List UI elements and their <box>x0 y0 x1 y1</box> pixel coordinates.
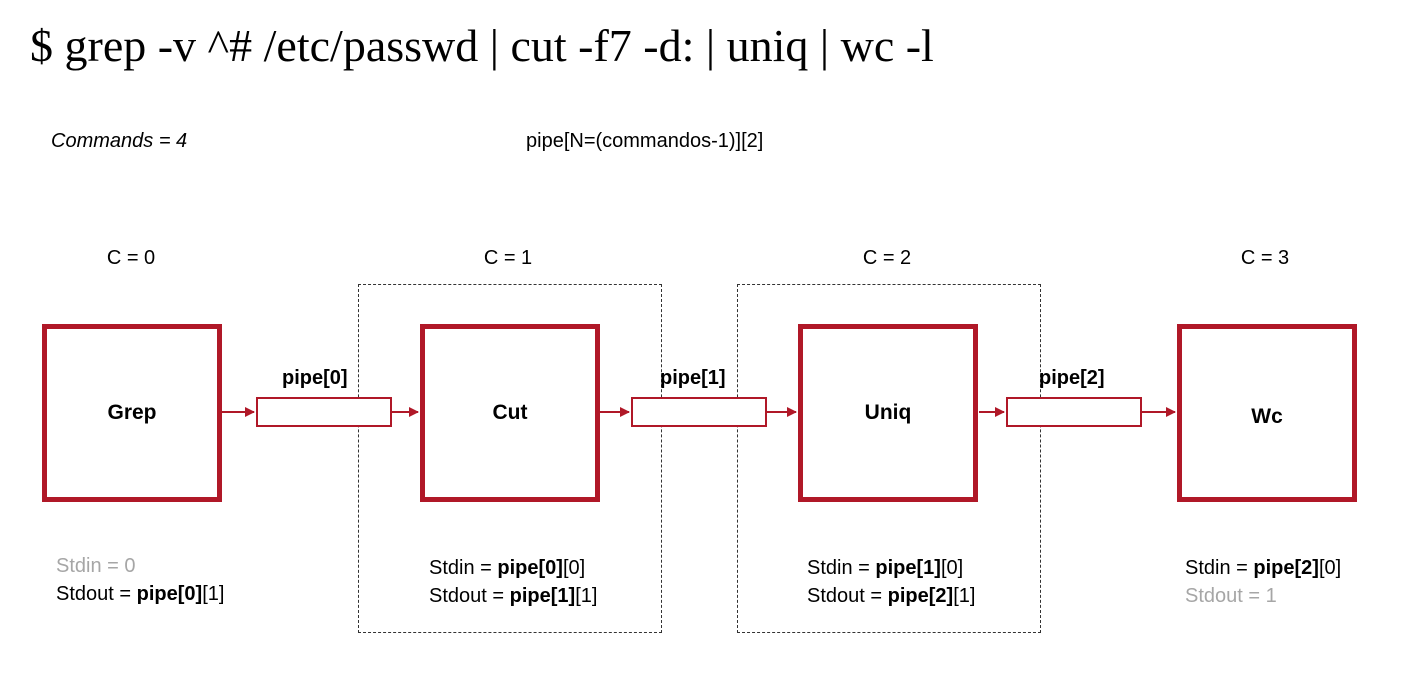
stdout-line-cut: Stdout = pipe[1][1] <box>429 585 598 607</box>
pipe-label-1: pipe[1] <box>660 367 726 389</box>
pipe-bar-1 <box>631 397 767 427</box>
stdin-line-uniq: Stdin = pipe[1][0] <box>807 557 964 579</box>
dashed-group-uniq <box>737 284 1041 633</box>
io-block-uniq: Stdin = pipe[1][0] Stdout = pipe[2][1] <box>807 554 975 610</box>
commands-count-note: Commands = 4 <box>51 130 188 152</box>
pipe-label-2: pipe[2] <box>1039 367 1105 389</box>
stdin-line-cut: Stdin = pipe[0][0] <box>429 557 586 579</box>
stdout-line-wc: Stdout = 1 <box>1185 585 1277 607</box>
command-title: $ grep -v ^# /etc/passwd | cut -f7 -d: |… <box>30 20 934 71</box>
io-block-wc: Stdin = pipe[2][0] Stdout = 1 <box>1185 554 1341 610</box>
stdout-line-uniq: Stdout = pipe[2][1] <box>807 585 976 607</box>
pipe-label-0: pipe[0] <box>282 367 348 389</box>
process-name-grep: Grep <box>107 401 157 424</box>
dashed-group-cut <box>358 284 662 633</box>
pipe-bar-2 <box>1006 397 1142 427</box>
c-label-1: C = 1 <box>483 247 533 269</box>
io-block-cut: Stdin = pipe[0][0] Stdout = pipe[1][1] <box>429 554 597 610</box>
stdin-line-grep: Stdin = 0 <box>56 555 136 577</box>
c-label-0: C = 0 <box>106 247 156 269</box>
c-label-3: C = 3 <box>1240 247 1290 269</box>
process-box-wc: Wc <box>1177 324 1357 502</box>
process-name-cut: Cut <box>492 401 528 424</box>
process-box-cut: Cut <box>420 324 600 502</box>
c-label-2: C = 2 <box>862 247 912 269</box>
process-name-wc: Wc <box>1251 405 1283 428</box>
stdout-line-grep: Stdout = pipe[0][1] <box>56 583 225 605</box>
stdin-line-wc: Stdin = pipe[2][0] <box>1185 557 1342 579</box>
io-block-grep: Stdin = 0 Stdout = pipe[0][1] <box>56 552 224 608</box>
pipe-bar-0 <box>256 397 392 427</box>
process-box-grep: Grep <box>42 324 222 502</box>
pipe-array-note: pipe[N=(commandos-1)][2] <box>526 130 764 152</box>
process-box-uniq: Uniq <box>798 324 978 502</box>
process-name-uniq: Uniq <box>864 401 912 424</box>
